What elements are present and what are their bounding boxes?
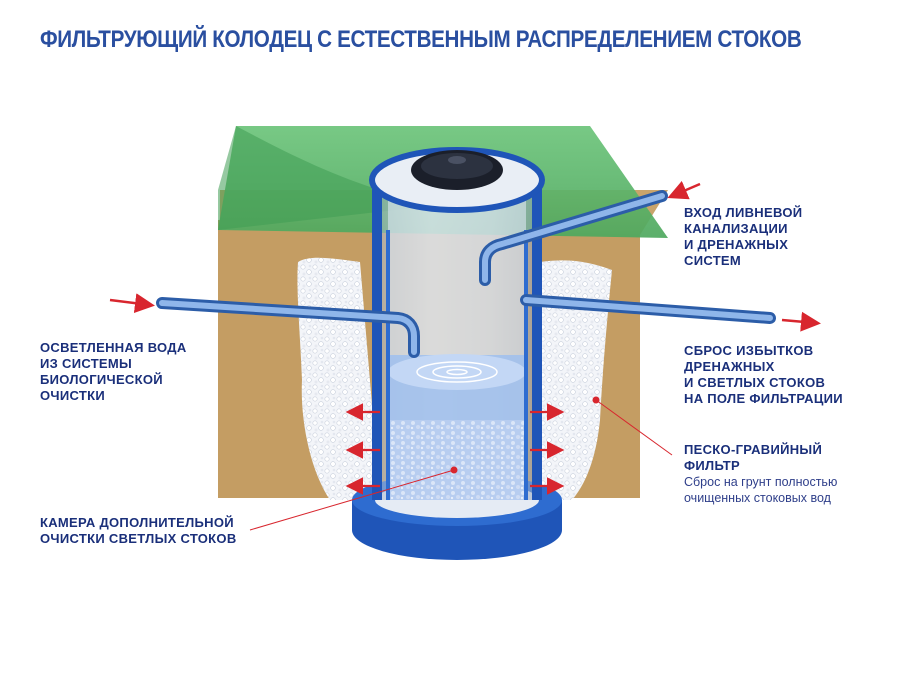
label-line: ФИЛЬТР xyxy=(684,458,741,473)
well-shaft xyxy=(369,147,545,500)
filter-leader-line xyxy=(595,399,673,456)
flow-arrows xyxy=(109,180,821,495)
label-line: ИЗ СИСТЕМЫ xyxy=(40,356,133,371)
label-sand-gravel-filter: ПЕСКО-ГРАВИЙНЫЙ ФИЛЬТР Сброс на грунт по… xyxy=(684,442,837,506)
clarified-flow-arrow xyxy=(109,293,155,314)
label-line: ВХОД ЛИВНЕВОЙ xyxy=(684,205,803,220)
label-line: СБРОС ИЗБЫТКОВ xyxy=(684,343,814,358)
label-overflow-discharge: СБРОС ИЗБЫТКОВ ДРЕНАЖНЫХ И СВЕТЛЫХ СТОКО… xyxy=(684,343,843,407)
outlet-flow-arrow xyxy=(781,311,821,332)
label-line: ОСВЕТЛЕННАЯ ВОДА xyxy=(40,340,187,355)
clarified-water-pipe xyxy=(156,297,420,358)
stormwater-inlet-pipe xyxy=(479,190,668,286)
chamber-leader-line xyxy=(249,469,455,531)
inlet-flow-arrow xyxy=(667,180,701,200)
overflow-outlet-pipe xyxy=(520,294,776,324)
label-clarified-water: ОСВЕТЛЕННАЯ ВОДА ИЗ СИСТЕМЫ БИОЛОГИЧЕСКО… xyxy=(40,340,187,404)
label-extra-chamber: КАМЕРА ДОПОЛНИТЕЛЬНОЙ ОЧИСТКИ СВЕТЛЫХ СТ… xyxy=(40,515,237,547)
label-stormwater-inlet: ВХОД ЛИВНЕВОЙ КАНАЛИЗАЦИИ И ДРЕНАЖНЫХ СИ… xyxy=(684,205,802,269)
label-line: ДРЕНАЖНЫХ xyxy=(684,359,775,374)
leader-lines xyxy=(249,396,673,531)
label-note-line: Сброс на грунт полностью xyxy=(684,475,838,489)
diagram-title: ФИЛЬТРУЮЩИЙ КОЛОДЕЦ С ЕСТЕСТВЕННЫМ РАСПР… xyxy=(40,26,802,53)
label-line: ОЧИСТКИ xyxy=(40,388,105,403)
label-note-line: очищенных стоковых вод xyxy=(684,491,831,505)
label-line: ОЧИСТКИ СВЕТЛЫХ СТОКОВ xyxy=(40,531,237,546)
label-line: ПЕСКО-ГРАВИЙНЫЙ xyxy=(684,442,823,457)
inner-filter-media xyxy=(388,420,526,500)
label-line: КАНАЛИЗАЦИИ xyxy=(684,221,788,236)
label-line: НА ПОЛЕ ФИЛЬТРАЦИИ xyxy=(684,391,843,406)
label-line: СИСТЕМ xyxy=(684,253,742,268)
label-line: КАМЕРА ДОПОЛНИТЕЛЬНОЙ xyxy=(40,515,234,530)
label-line: БИОЛОГИЧЕСКОЙ xyxy=(40,372,163,387)
label-line: И ДРЕНАЖНЫХ xyxy=(684,237,789,252)
water-surface xyxy=(388,354,526,390)
label-line: И СВЕТЛЫХ СТОКОВ xyxy=(684,375,826,390)
